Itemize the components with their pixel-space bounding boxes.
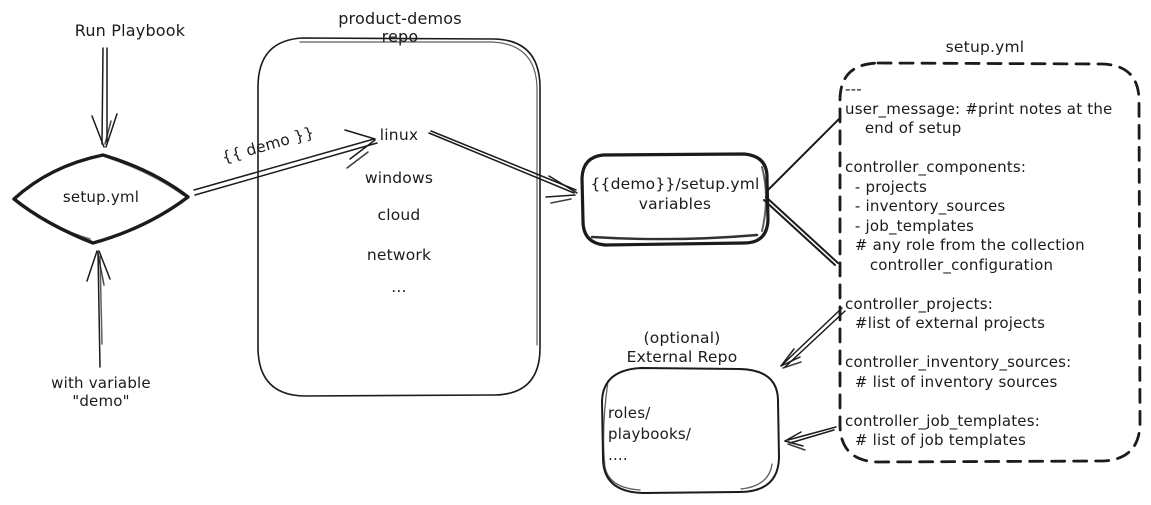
jobtemplates-to-external-arrow xyxy=(784,426,837,451)
setup-diamond-shape xyxy=(12,153,190,245)
demo-arrow xyxy=(193,129,378,196)
repo-item-windows: windows xyxy=(364,169,434,187)
product-demos-repo-box xyxy=(257,37,541,397)
external-repo-box xyxy=(601,367,780,494)
run-playbook-label: Run Playbook xyxy=(74,21,186,40)
product-demos-repo-title: product-demos repo xyxy=(338,9,462,46)
variables-box-label: {{demo}}/setup.yml variables xyxy=(590,175,760,213)
external-repo-title: (optional) External Repo xyxy=(626,329,738,366)
setup-yml-dashed-box xyxy=(838,61,1142,464)
repo-item-linux: linux xyxy=(379,126,419,144)
setup-yml-content: --- user_message: #print notes at the en… xyxy=(845,80,1113,449)
repo-item-cloud: cloud xyxy=(377,206,421,224)
run-playbook-arrow xyxy=(91,47,118,148)
projects-to-external-arrow xyxy=(780,307,846,369)
repo-item-network: network xyxy=(366,246,432,264)
with-variable-label: with variable "demo" xyxy=(51,374,151,410)
repo-item-ellipsis: ... xyxy=(391,278,407,296)
setup-yml-title: setup.yml xyxy=(945,38,1025,56)
with-variable-arrow xyxy=(86,250,111,368)
setup-diamond-label: setup.yml xyxy=(62,188,140,206)
external-repo-content: roles/ playbooks/ .... xyxy=(608,404,692,464)
linux-to-variables-arrow xyxy=(428,130,578,204)
variables-to-setupyml-fan xyxy=(763,118,840,266)
